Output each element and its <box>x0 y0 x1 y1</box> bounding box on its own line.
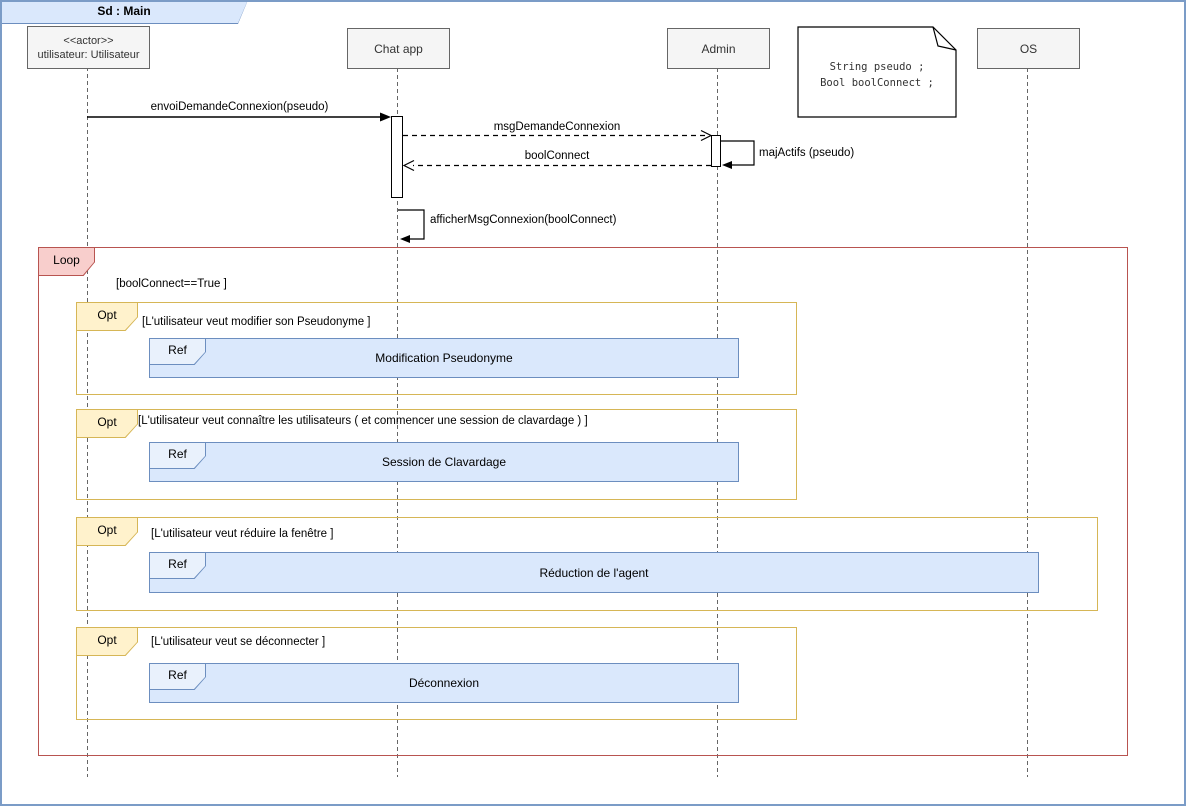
arrowhead-msg-demande <box>700 129 713 142</box>
loop-guard: [boolConnect==True ] <box>116 278 227 290</box>
loop-fragment: Loop [boolConnect==True ] <box>38 247 1128 756</box>
lifeline-head-admin: Admin <box>667 28 770 69</box>
message-label-msg-demande: msgDemandeConnexion <box>493 121 621 133</box>
message-label-bool-connect: boolConnect <box>524 150 590 162</box>
arrowhead-envoi <box>380 112 391 122</box>
opt-fragment-deconnecter: Opt [L'utilisateur veut se déconnecter ]… <box>76 627 797 720</box>
lifeline-head-os: OS <box>977 28 1080 69</box>
ref-label: Ref <box>168 447 187 461</box>
actor-name: utilisateur: Utilisateur <box>37 48 140 61</box>
opt-label: Opt <box>97 415 117 429</box>
chat-app-name: Chat app <box>374 41 423 56</box>
ref-deconnexion: Déconnexion Ref <box>149 663 739 703</box>
opt-label-tab: Opt <box>76 517 138 546</box>
actor-stereotype: <<actor>> <box>63 34 114 47</box>
os-name: OS <box>1019 41 1038 56</box>
ref-title: Modification Pseudonyme <box>375 351 513 365</box>
arrowhead-afficher <box>400 235 410 243</box>
opt-tab-fill <box>77 628 137 655</box>
message-label-afficher: afficherMsgConnexion(boolConnect) <box>430 214 617 226</box>
opt-guard: [L'utilisateur veut connaître les utilis… <box>138 415 588 427</box>
opt-label-tab: Opt <box>76 627 138 656</box>
self-message-maj-actifs <box>721 140 755 166</box>
note: String pseudo ; Bool boolConnect ; <box>800 59 954 91</box>
ref-label: Ref <box>168 343 187 357</box>
ref-label-tab: Ref <box>149 338 206 365</box>
ref-tab-fill <box>150 553 205 578</box>
message-label-envoi: envoiDemandeConnexion(pseudo) <box>150 101 329 113</box>
opt-label: Opt <box>97 308 117 322</box>
note-line-2: Bool boolConnect ; <box>820 77 934 89</box>
lifeline-head-utilisateur: <<actor>> utilisateur: Utilisateur <box>27 26 150 69</box>
note-fold <box>932 26 957 51</box>
ref-title: Déconnexion <box>408 676 480 690</box>
ref-label-tab: Ref <box>149 442 206 469</box>
opt-label: Opt <box>97 523 117 537</box>
arrowhead-maj-actifs <box>722 161 732 169</box>
loop-tab-fill <box>39 248 94 275</box>
opt-label: Opt <box>97 633 117 647</box>
ref-label: Ref <box>168 668 187 682</box>
opt-fragment-modifier-pseudonyme: Opt [L'utilisateur veut modifier son Pse… <box>76 302 797 395</box>
ref-label-tab: Ref <box>149 663 206 690</box>
arrowhead-bool-connect <box>402 159 415 172</box>
loop-label: Loop <box>53 253 80 267</box>
ref-tab-fill <box>150 664 205 689</box>
opt-fragment-reduire-fenetre: Opt [L'utilisateur veut réduire la fenêt… <box>76 517 1098 611</box>
opt-fragment-session-clavardage: Opt [L'utilisateur veut connaître les ut… <box>76 409 797 500</box>
opt-guard: [L'utilisateur veut modifier son Pseudon… <box>142 316 371 328</box>
message-label-maj-actifs: majActifs (pseudo) <box>759 147 855 159</box>
ref-label: Ref <box>168 557 187 571</box>
ref-modification-pseudonyme: Modification Pseudonyme Ref <box>149 338 739 378</box>
opt-guard: [L'utilisateur veut se déconnecter ] <box>151 636 326 648</box>
self-message-afficher <box>398 209 425 240</box>
opt-tab-fill <box>77 410 137 437</box>
frame-title: Sd : Main <box>97 4 151 18</box>
activation-bar-admin <box>711 135 721 167</box>
frame-title-banner: Sd : Main <box>0 0 248 24</box>
opt-tab-fill <box>77 303 137 330</box>
lifeline-head-chat-app: Chat app <box>347 28 450 69</box>
ref-session-clavardage: Session de Clavardage Ref <box>149 442 739 482</box>
note-line-1: String pseudo ; <box>829 61 925 73</box>
opt-tab-fill <box>77 518 137 545</box>
activation-bar-chat-app <box>391 116 403 198</box>
ref-label-tab: Ref <box>149 552 206 579</box>
opt-guard: [L'utilisateur veut réduire la fenêtre ] <box>151 528 334 540</box>
loop-label-tab: Loop <box>38 247 95 276</box>
opt-label-tab: Opt <box>76 302 138 331</box>
ref-reduction-agent: Réduction de l'agent Ref <box>149 552 1039 593</box>
ref-tab-fill <box>150 443 205 468</box>
ref-title: Réduction de l'agent <box>539 565 649 580</box>
admin-name: Admin <box>701 41 736 56</box>
frame-title-fill <box>2 2 247 23</box>
opt-label-tab: Opt <box>76 409 138 438</box>
ref-title: Session de Clavardage <box>381 455 507 469</box>
ref-tab-fill <box>150 339 205 364</box>
